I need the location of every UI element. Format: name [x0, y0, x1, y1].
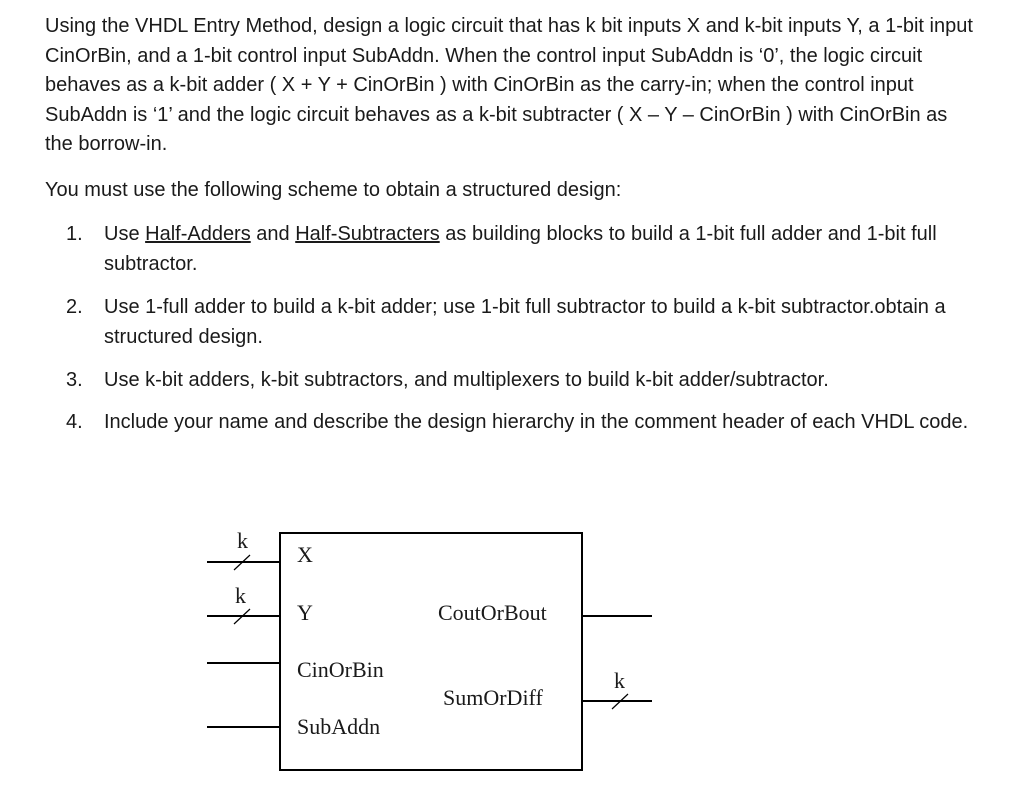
block-box [279, 532, 583, 771]
step-text: Use 1-full adder to build a k-bit adder;… [104, 296, 946, 348]
step-text: Use Half-Adders and Half-Subtracters as … [104, 219, 974, 279]
step-number: 1. [66, 223, 83, 245]
step-number: 3. [66, 369, 83, 391]
scheme-title: You must use the following scheme to obt… [45, 179, 622, 201]
intro-paragraph: Using the VHDL Entry Method, design a lo… [45, 15, 973, 155]
bus-slash-sum [611, 693, 629, 710]
bus-slash-y [233, 608, 251, 625]
step-text-part: and [250, 223, 296, 245]
label-sum-or-diff: SumOrDiff [443, 685, 543, 710]
label-cout-or-bout: CoutOrBout [438, 600, 547, 625]
step-text-part: as building blocks to build a 1-bit full… [104, 223, 937, 275]
half-subtracters-link[interactable]: Half-Subtracters [295, 223, 440, 245]
label-x: X [297, 542, 313, 567]
label-sub-addn: SubAddn [297, 714, 380, 739]
bus-width-y: k [235, 583, 246, 608]
step-text: Use k-bit adders, k-bit subtractors, and… [104, 369, 829, 391]
bus-slash-x [233, 554, 251, 571]
step-text: Include your name and describe the desig… [104, 411, 969, 433]
bus-width-x: k [237, 528, 248, 553]
step-number: 2. [66, 296, 83, 318]
bus-width-sum: k [614, 668, 625, 693]
label-cin-or-bin: CinOrBin [297, 657, 384, 682]
half-adders-link[interactable]: Half-Adders [145, 223, 251, 245]
step-number: 4. [66, 411, 83, 433]
label-y: Y [297, 600, 313, 625]
step-text-part: Use [104, 223, 146, 245]
